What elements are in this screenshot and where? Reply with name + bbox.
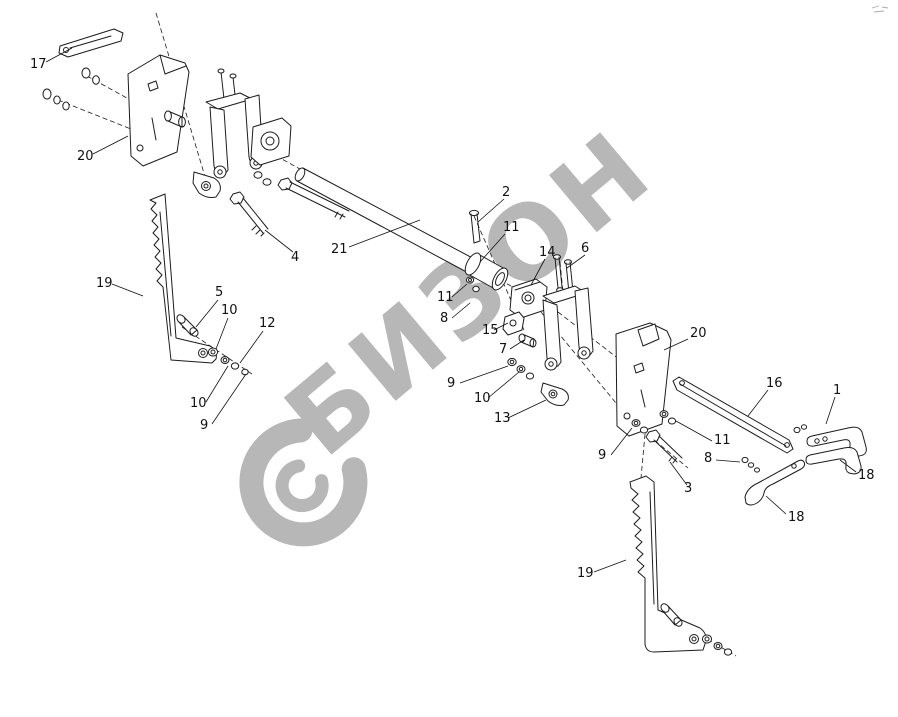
callout-leader-line [205,365,229,403]
callout-leader-line [264,229,294,253]
callout-leader-line [825,396,836,425]
callout-leader-line [566,254,586,269]
part-20-mount-plate-left [127,54,190,167]
callout-label-10: 10 [474,391,491,406]
callout-label-8: 8 [440,311,448,326]
callout-leader-line [211,373,247,425]
part-19-toothed-bar-right [629,475,707,653]
callout-leader-line [459,365,509,384]
washers-left-foot [207,347,249,376]
callout-label-1: 1 [833,383,841,398]
part-15-block [502,311,525,336]
part-21-tube [294,167,509,291]
link-foot-center [540,382,569,406]
callout-leader-line [509,339,525,350]
part-13-u-bracket [542,285,594,371]
callout-label-13: 13 [494,411,511,426]
part-20-mount-plate-right [615,322,672,437]
part-17-handle [58,28,124,58]
washers-bottom-right [701,634,733,656]
callout-leader-line [195,299,219,328]
callout-leader-line [45,47,73,63]
part-2-bolt [469,209,481,244]
callout-label-9: 9 [200,418,208,433]
callout-leader-line [747,389,769,417]
part-3-bolt [645,429,683,464]
callout-label-19: 19 [96,276,113,291]
u-bracket-left [205,68,264,179]
callout-label-9: 9 [447,376,455,391]
callout-label-14: 14 [539,245,556,260]
long-bolt-middle [277,177,350,220]
bison-swirl-logo-icon [239,418,368,547]
callout-leader-line [348,219,421,248]
callout-label-20: 20 [77,149,94,164]
callout-label-9: 9 [598,448,606,463]
callout-leader-line [675,420,713,442]
callout-leader-line [479,233,506,263]
washers-9-10-center [507,357,535,380]
watermark-text: БИЗОН [264,107,676,479]
callout-label-10: 10 [221,303,238,318]
callout-label-16: 16 [766,376,783,391]
callout-leader-line [239,330,264,364]
part-18-handle-lower [744,459,806,506]
part-19-toothed-bar-left [149,193,217,364]
washers-9-right [631,419,649,434]
bracket-foot-left [192,171,221,198]
callout-leader-line [92,135,129,155]
callout-label-15: 15 [482,323,499,338]
washers-11-right [659,410,677,425]
callout-leader-line [839,459,857,473]
callout-leader-line [530,258,546,286]
callout-label-6: 6 [581,241,589,256]
callout-label-20: 20 [690,326,707,341]
callout-label-11: 11 [503,220,520,235]
callout-label-8: 8 [704,451,712,466]
callout-label-7: 7 [499,342,507,357]
callout-leader-line [715,459,741,463]
washers-11-top [465,276,480,293]
callout-leader-line [215,317,229,350]
roller-pin-bottom [660,603,683,627]
callout-label-5: 5 [215,285,223,300]
callout-label-11: 11 [437,290,454,305]
callout-leader-line [493,322,509,331]
callout-label-4: 4 [291,250,299,265]
callout-leader-line [765,495,787,515]
pivot-pin [164,110,186,128]
part-16-link-bar [672,376,794,454]
callout-label-3: 3 [684,481,692,496]
callout-label-19: 19 [577,566,594,581]
callout-label-17: 17 [30,57,47,72]
fasteners-top-left [42,67,100,111]
part-7-pin [518,333,537,348]
callout-label-2: 2 [502,185,510,200]
callout-leader-line [610,427,633,456]
callout-label-11: 11 [714,433,731,448]
roller-block [250,117,292,186]
callout-label-18: 18 [788,510,805,525]
callout-label-12: 12 [259,316,276,331]
part-18-handle-upper [805,447,862,475]
callout-leader-line [593,559,627,573]
callout-leader-line [111,283,144,297]
part-4-bolt [229,191,269,237]
callout-leader-line [451,302,471,319]
callout-leader-line [477,198,505,223]
callout-leader-line [507,399,547,419]
callout-label-10: 10 [190,396,207,411]
callout-label-18: 18 [858,468,875,483]
callout-label-21: 21 [331,242,348,257]
nuts-8-right [741,456,760,473]
callout-leader-line [451,283,468,298]
part-5-roller-pin [176,314,199,337]
callout-leader-line [663,338,689,351]
corner-mark [871,5,889,13]
callout-leader-line [669,461,688,486]
callout-leader-line [487,371,520,399]
